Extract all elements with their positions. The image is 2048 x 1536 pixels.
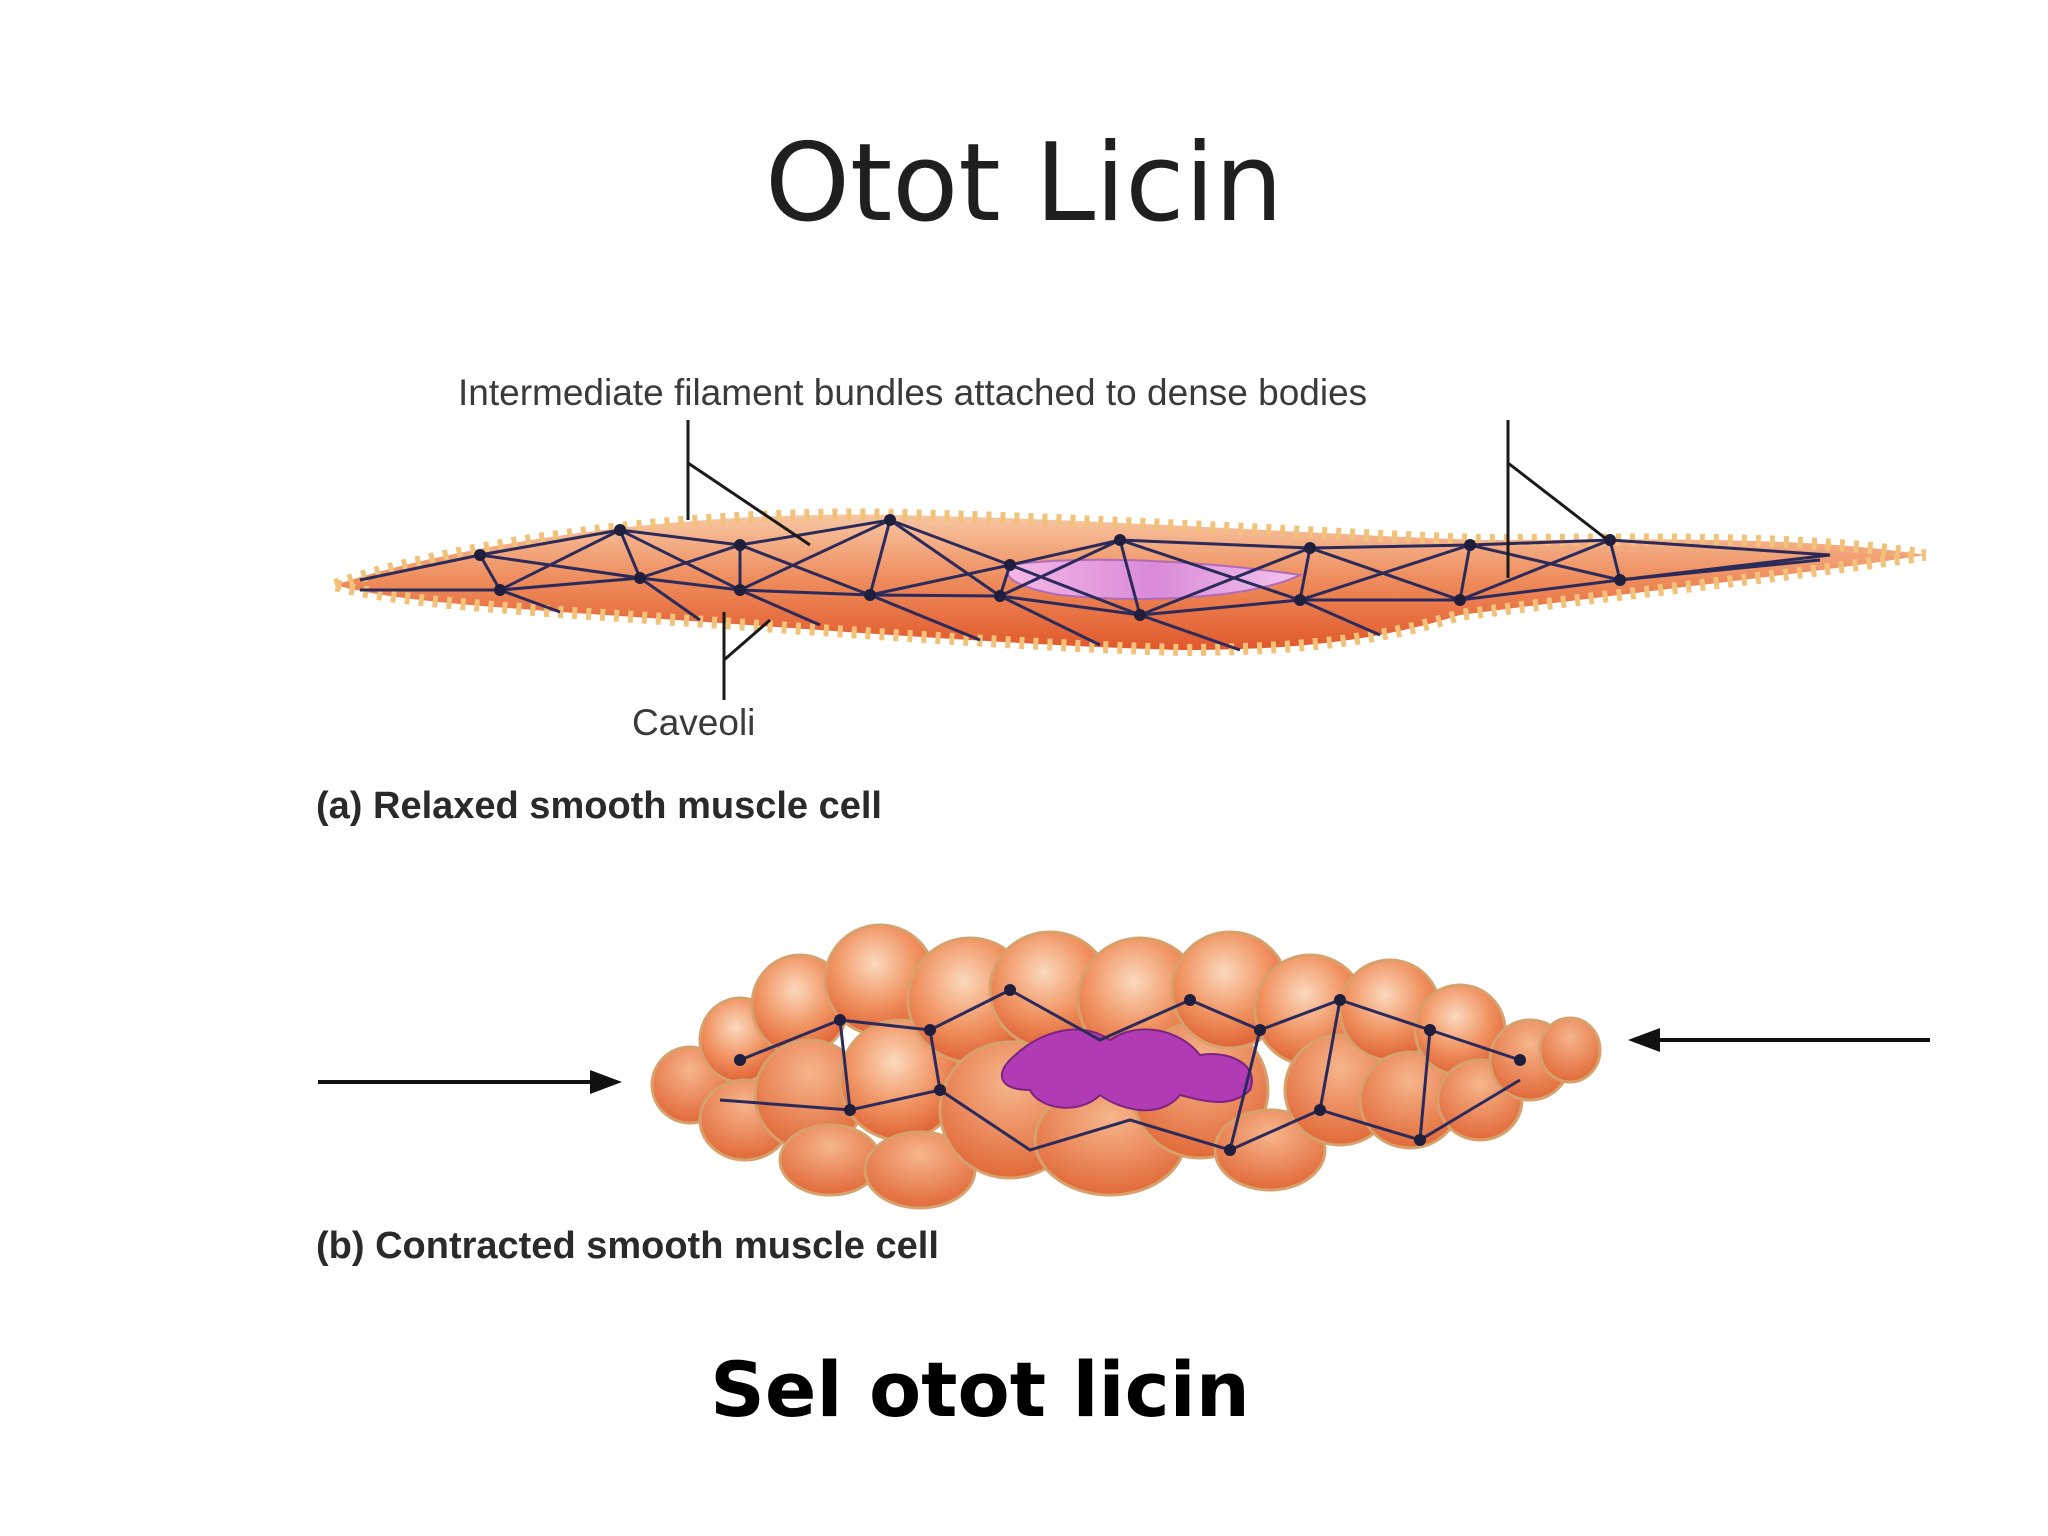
relaxed-dense-bodies [474, 514, 1626, 621]
filament-bundles-label: Intermediate filament bundles attached t… [458, 372, 1367, 413]
compression-arrows [318, 1028, 1930, 1094]
contracted-blobs [650, 923, 1602, 1210]
relaxed-cell: Intermediate filament bundles attached t… [314, 372, 1926, 827]
slide-title: Otot Licin [764, 121, 1284, 246]
relaxed-leader-lines [686, 420, 1606, 700]
contracted-cell: (b) Contracted smooth muscle cell [316, 923, 1930, 1267]
contracted-dense-bodies [734, 984, 1526, 1156]
panel-a-label: (a) Relaxed smooth muscle cell [316, 785, 882, 827]
relaxed-nucleus [1006, 558, 1304, 600]
contracted-filament-lattice [719, 988, 1521, 1152]
slide-caption: Sel otot licin [710, 1345, 1250, 1434]
panel-b-label: (b) Contracted smooth muscle cell [316, 1225, 939, 1267]
left-arrow-head [590, 1070, 622, 1094]
right-arrow-head [1628, 1028, 1660, 1052]
caveoli-label: Caveoli [632, 702, 755, 743]
contracted-nucleus [1000, 1028, 1253, 1112]
